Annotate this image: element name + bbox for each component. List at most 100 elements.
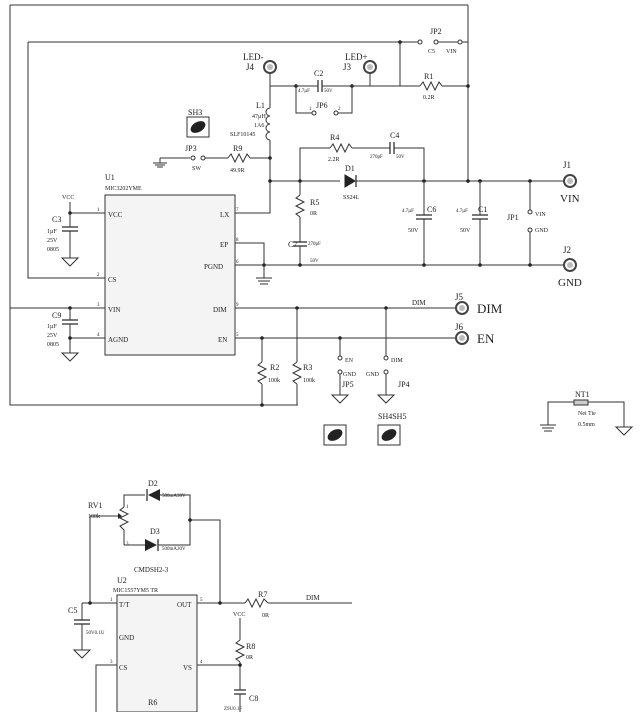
rv1-val: 100k (88, 514, 100, 520)
u2-part: MIC1557YM5 TR (113, 588, 158, 594)
d3-ref: D3 (150, 527, 160, 536)
u1-pin-name: AGND (108, 336, 128, 344)
u1-pin-num: 6 (236, 260, 239, 265)
r2-ref: R2 (270, 363, 279, 372)
snubber-section: R4 2.2R C4 270pF 50V D1 SS24L (268, 131, 556, 213)
u1-pin-name: DIM (213, 306, 227, 314)
jp3-ref: JP3 (185, 144, 197, 153)
r1-val: 0.2R (423, 95, 435, 101)
jp4-ref: JP4 (398, 380, 410, 389)
j5-ref: J5 (455, 292, 464, 302)
c6-val: 4.7µF (402, 209, 414, 214)
c9-capacitor: C9 1µF 25V 0805 (47, 306, 95, 362)
u1-pin-name: VCC (108, 211, 123, 219)
u1-pin-num: 4 (97, 333, 100, 338)
jp6-ref: JP6 (316, 101, 328, 110)
u1-pin-num: 1 (97, 208, 100, 213)
jp5-pin-bottom: GND (343, 372, 357, 378)
r9-ref: R9 (233, 144, 242, 153)
rv1-pin: 1 (126, 505, 129, 510)
sw-section: JP3 SW R9 49.9R L1 47µH 1A6 SLF10145 (153, 86, 272, 214)
dim-en-section: DIM J5 DIM J6 EN R2 100k R3 100k EN GND … (245, 292, 503, 407)
outer-wires (9, 4, 469, 406)
j5-net: DIM (477, 301, 503, 316)
c3-volt: 25V (47, 238, 58, 244)
sh4sh5-shield: SH4SH5 (323, 412, 406, 446)
r1-ref: R1 (424, 72, 433, 81)
c9-val: 1µF (47, 324, 57, 330)
u2-pin-num: 3 (110, 660, 113, 665)
j2-net: GND (558, 277, 582, 289)
u2-pin-num: 4 (200, 660, 203, 665)
j6-ref: J6 (455, 322, 464, 332)
u1-pin-name: EP (220, 241, 228, 249)
u1-pin-name: EN (218, 336, 227, 344)
j6-net: EN (477, 331, 495, 346)
l1-amp: 1A6 (254, 123, 264, 129)
r8-ref: R8 (246, 642, 255, 651)
nt1-net-tie: NT1 Net Tie 0.5mm (540, 390, 634, 436)
c2-volt: 50V (324, 89, 333, 94)
c5-val: 50V0.1U (86, 631, 105, 636)
jp6-pin-b: 2 (338, 107, 341, 112)
u1-pin-num: 3 (97, 303, 100, 308)
r6-ref: R6 (148, 698, 157, 707)
r9-val: 49.9R (230, 168, 245, 174)
c7-volt: 50V (310, 259, 319, 264)
u2-pin-num: 1 (110, 598, 113, 603)
c9-ref: C9 (52, 311, 61, 320)
jp2-ref: JP2 (430, 27, 442, 36)
j3-ref: J3 (343, 62, 352, 72)
sub-circuit: RV1 100k 1 3 D2 500mA30V D3 500mA30V CMD… (68, 479, 352, 712)
u1-pin-name: VIN (108, 306, 120, 314)
nt1-val2: 0.5mm (578, 422, 595, 428)
cmd-label: CMDSH2-3 (134, 566, 169, 574)
c4-volt: 50V (396, 155, 405, 160)
u1-pin-num: 8 (236, 238, 239, 243)
input-caps: C6 4.7µF 50V C1 4.7µF 50V JP1 VIN GND (402, 181, 549, 265)
j1-ref: J1 (563, 160, 571, 170)
nt1-val1: Net Tie (578, 411, 596, 417)
c8-val: Z9U0.1F (224, 707, 242, 712)
u2-pin-name: VS (183, 664, 192, 672)
c2-val: 4.7µF (298, 89, 310, 94)
r5-c7-section: R5 0R C7 270pF 50V (288, 181, 321, 265)
c1-ref: C1 (478, 205, 487, 214)
c8-ref: C8 (249, 694, 258, 703)
c7-val: 270pF (308, 242, 321, 247)
r2-val: 100k (268, 378, 280, 384)
power-connectors: J1 VIN J2 GND (556, 160, 582, 289)
jp5-pin-top: EN (345, 358, 354, 364)
u1-pin-name: LX (220, 211, 229, 219)
nt1-ref: NT1 (575, 390, 590, 399)
r4-val: 2.2R (328, 157, 340, 163)
c7-ref: C7 (288, 240, 297, 249)
j4-net: LED- (243, 52, 264, 62)
j4-ref: J4 (246, 62, 255, 72)
jp1-ref: JP1 (507, 213, 519, 222)
u1-pin-num: 9 (236, 303, 239, 308)
c5-ref: C5 (68, 606, 77, 615)
d2-ref: D2 (148, 479, 158, 488)
u2-pin-name: OUT (177, 601, 192, 609)
jp4-pin-bottom: GND (366, 372, 380, 378)
c6-ref: C6 (427, 205, 436, 214)
u1-pin-num: 5 (236, 333, 239, 338)
c9-pkg: 0805 (47, 342, 59, 348)
c3-capacitor: VCC C3 1µF 25V 0805 (47, 195, 95, 267)
jp6-pin-a: 1 (309, 107, 312, 112)
l1-val: 47µH (252, 114, 266, 120)
c1-volt: 50V (460, 228, 471, 234)
jp4-pin-top: DIM (391, 358, 403, 364)
d1-ref: D1 (345, 164, 355, 173)
j1-net: VIN (560, 193, 580, 205)
u1-part: MIC3202YME (105, 186, 142, 192)
j2-ref: J2 (563, 245, 571, 255)
jp1-pin-bottom: GND (535, 228, 549, 234)
r6-val: 0R (246, 655, 253, 661)
u2-pin-name: GND (119, 634, 134, 642)
jp2-pin-b: VIN (446, 49, 457, 55)
c1-val: 4.7µF (456, 209, 468, 214)
c2-ref: C2 (314, 69, 323, 78)
